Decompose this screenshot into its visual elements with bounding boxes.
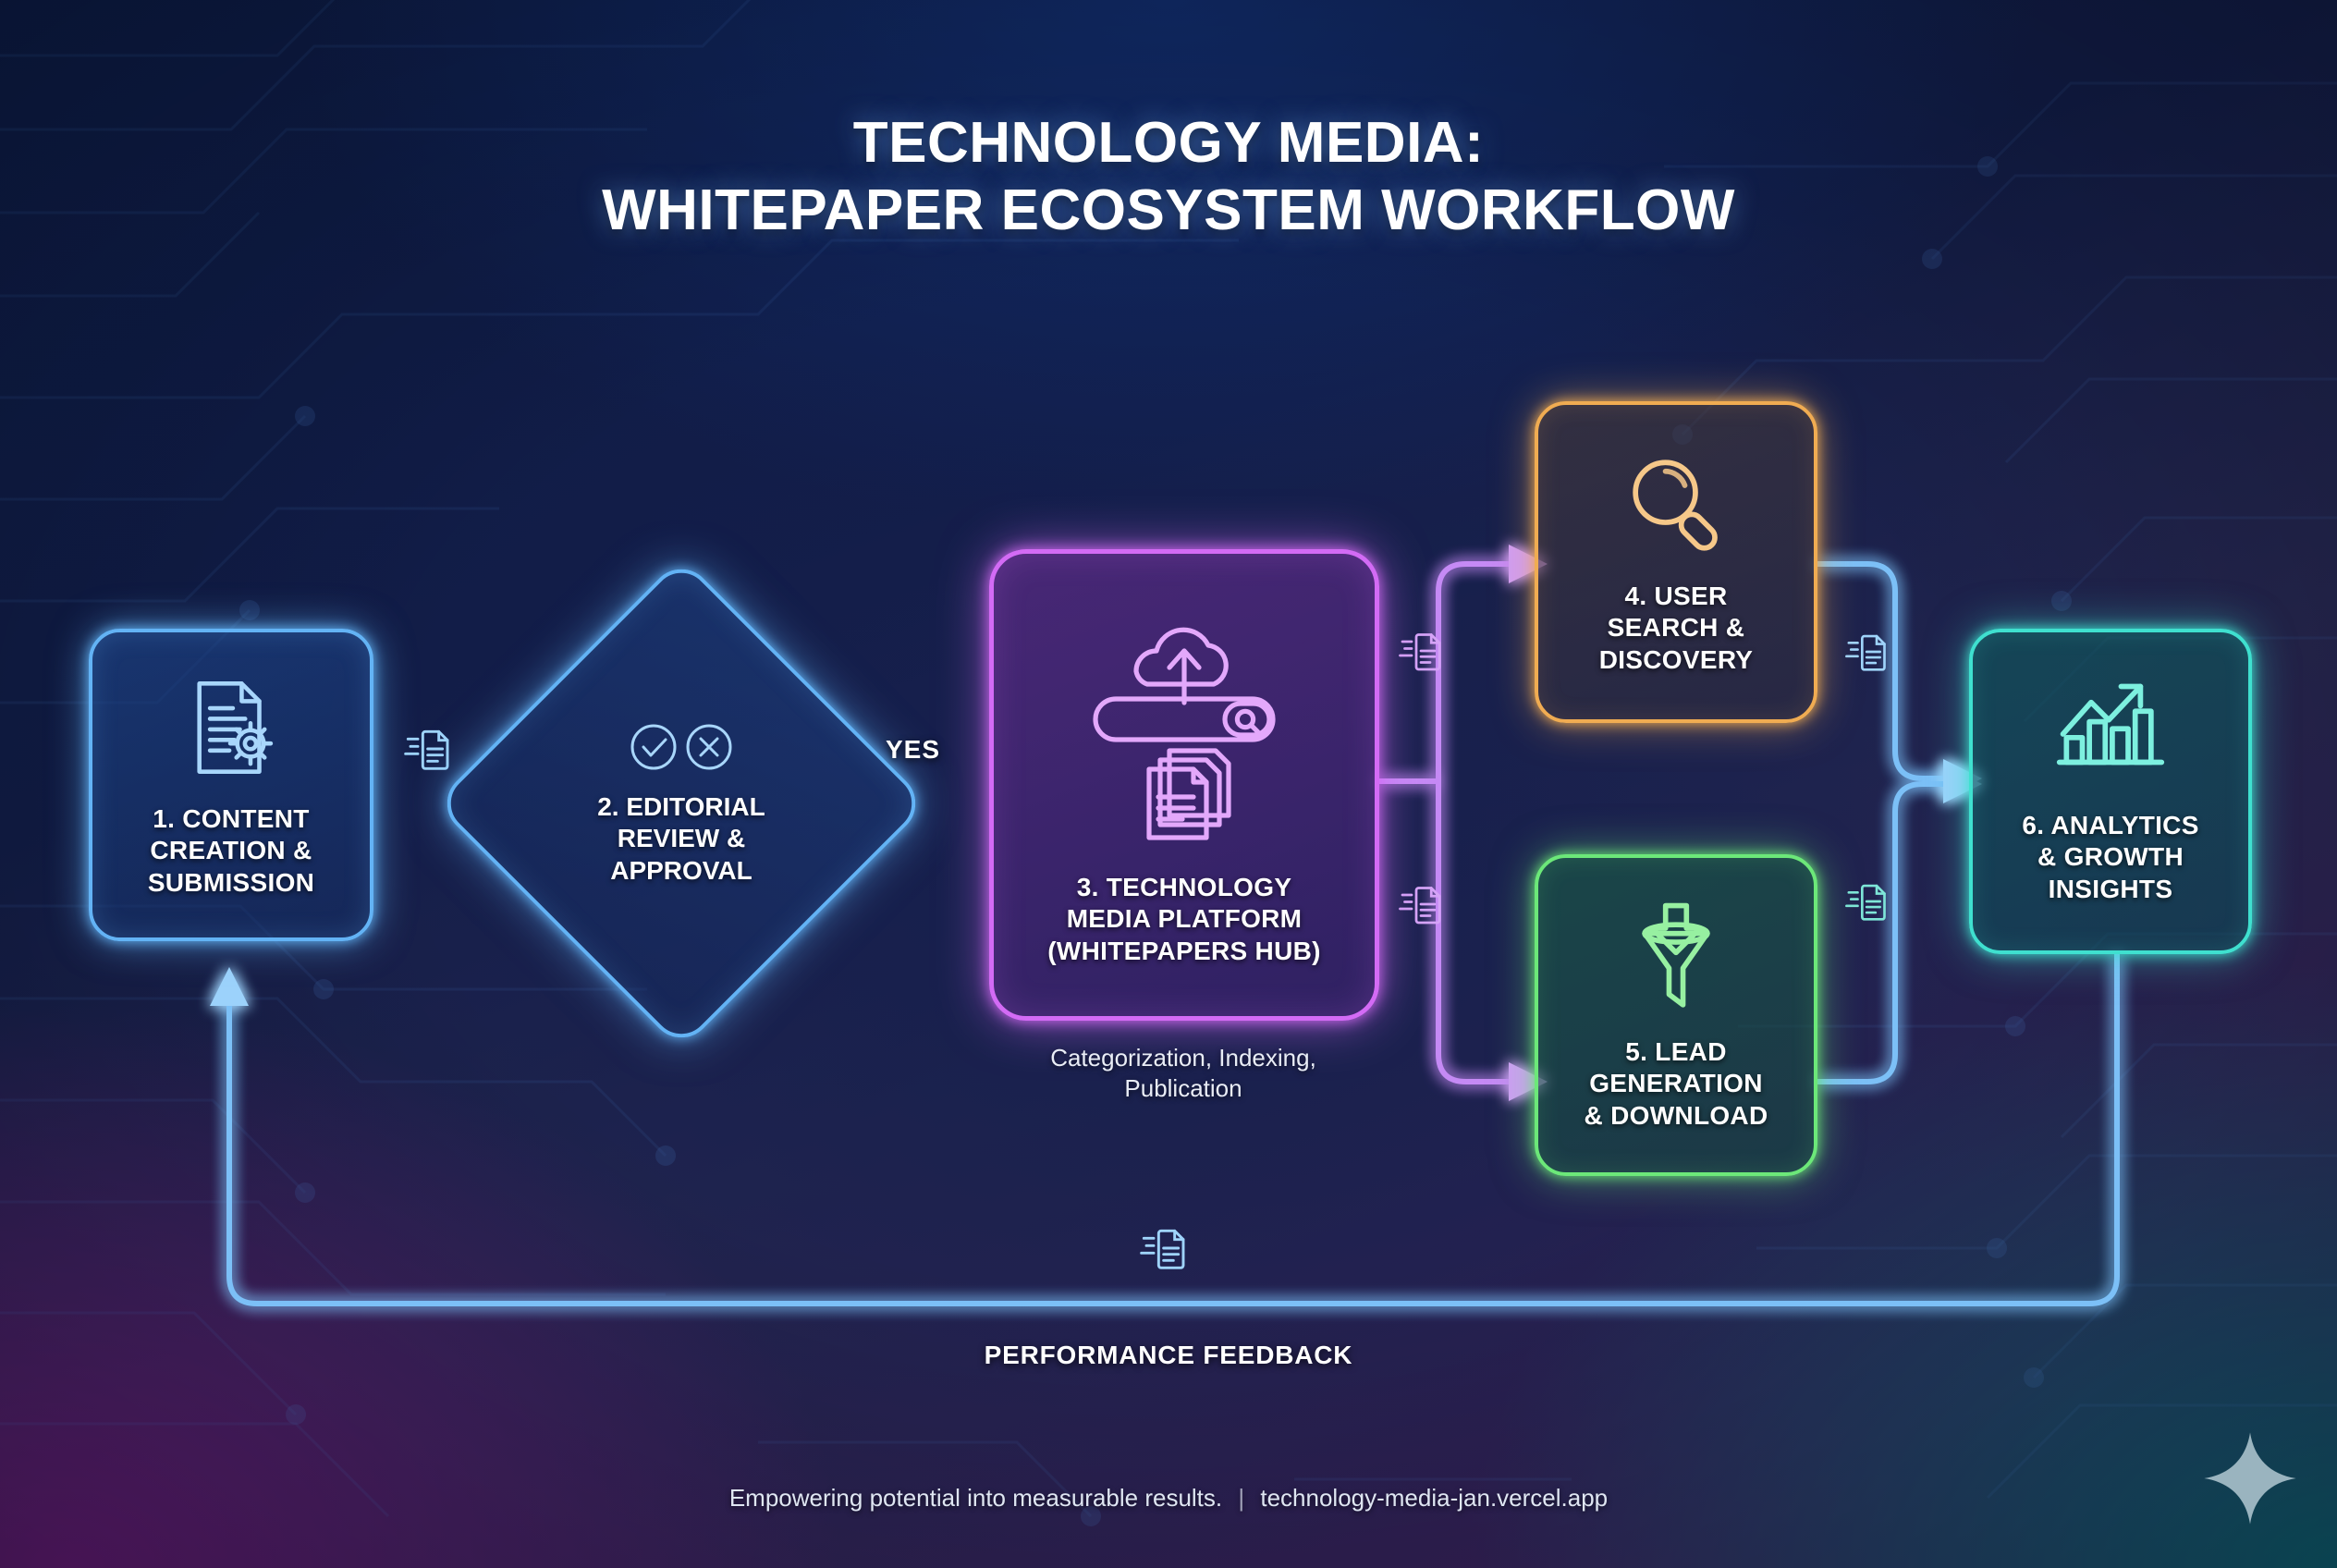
node-caption-platform: Categorization, Indexing, Publication [1050, 1044, 1316, 1103]
footer-separator: | [1238, 1484, 1245, 1512]
check-circle-x-circle-icon [622, 720, 740, 778]
page-title: TECHNOLOGY MEDIA: WHITEPAPER ECOSYSTEM W… [0, 109, 2337, 244]
title-line-1: TECHNOLOGY MEDIA: [852, 111, 1485, 175]
edge-node5-node6 [1817, 765, 1982, 1084]
node-user-search-discovery[interactable]: 4. USER SEARCH & DISCOVERY [1535, 401, 1817, 723]
flying-document-icon [1844, 625, 1898, 683]
node-content-creation-submission[interactable]: 1. CONTENT CREATION & SUBMISSION [89, 629, 373, 941]
node-analytics-growth-insights[interactable]: 6. ANALYTICS & GROWTH INSIGHTS [1969, 629, 2252, 954]
document-gear-icon [175, 671, 288, 789]
node-technology-media-platform[interactable]: 3. TECHNOLOGY MEDIA PLATFORM (WHITEPAPER… [989, 549, 1379, 1021]
node-label: 1. CONTENT CREATION & SUBMISSION [147, 804, 315, 897]
node-label: 5. LEAD GENERATION & DOWNLOAD [1584, 1037, 1768, 1130]
funnel-download-icon [1620, 899, 1732, 1022]
title-line-2: WHITEPAPER ECOSYSTEM WORKFLOW [602, 178, 1735, 243]
growth-chart-icon [2052, 678, 2169, 795]
magnifier-icon [1620, 448, 1732, 566]
footer-tagline: Empowering potential into measurable res… [728, 1484, 1223, 1512]
node-label: 6. ANALYTICS & GROWTH INSIGHTS [2022, 811, 2199, 903]
edge-node4-node6 [1817, 561, 1982, 798]
footer-url[interactable]: technology-media-jan.vercel.app [1260, 1484, 1609, 1512]
node-lead-generation-download[interactable]: 5. LEAD GENERATION & DOWNLOAD [1535, 854, 1817, 1176]
four-point-star-icon [2200, 1428, 2300, 1533]
edge-node6-node1-feedback [210, 954, 2120, 1306]
flying-document-icon [1139, 1219, 1198, 1282]
edge-label-performance-feedback: PERFORMANCE FEEDBACK [984, 1341, 1353, 1369]
flying-document-icon [1844, 875, 1898, 933]
node-editorial-review-approval[interactable]: 2. EDITORIAL REVIEW & APPROVAL [434, 556, 929, 1051]
flying-document-icon [1398, 876, 1453, 937]
node-label: 2. EDITORIAL REVIEW & APPROVAL [597, 792, 765, 885]
node-label: 3. TECHNOLOGY MEDIA PLATFORM (WHITEPAPER… [1047, 873, 1321, 965]
edge-node3-node4-node5 [1379, 545, 1548, 1101]
flying-document-icon [1398, 623, 1453, 683]
node-label: 4. USER SEARCH & DISCOVERY [1598, 582, 1754, 674]
flying-document-icon [403, 719, 462, 783]
cloud-upload-search-documents-icon [1073, 610, 1295, 857]
footer-bar: Empowering potential into measurable res… [0, 1484, 2337, 1513]
edge-label-yes: YES [886, 735, 941, 764]
